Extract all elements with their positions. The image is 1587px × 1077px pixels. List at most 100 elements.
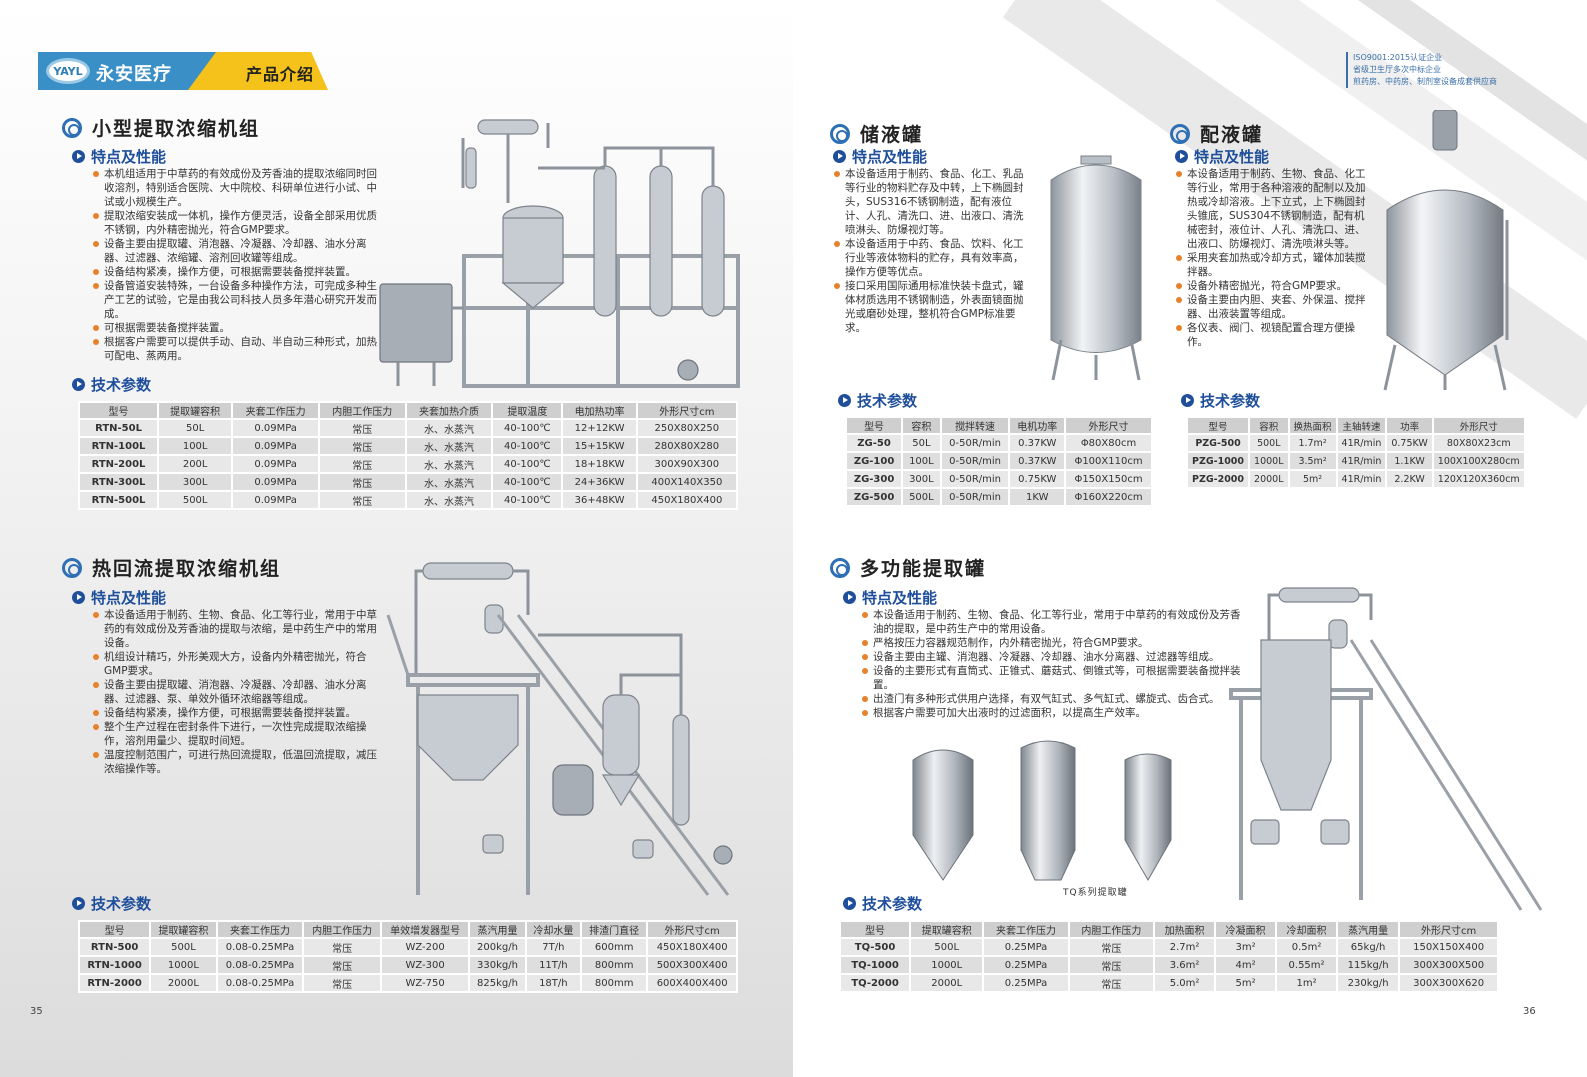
model-cell: RTN-500 bbox=[77, 937, 152, 957]
table-cell: 0-50R/min bbox=[939, 469, 1011, 489]
table-cell: 常压 bbox=[302, 955, 382, 975]
play-bullet-icon bbox=[72, 150, 85, 163]
table-cell: 200kg/h bbox=[468, 937, 527, 957]
features-list-reflux: 本设备适用于制药、生物、食品、化工等行业，常用于中草药的有效成份及芳香油的提取与… bbox=[92, 608, 378, 776]
table-cell: WZ-750 bbox=[379, 973, 471, 993]
play-bullet-icon bbox=[843, 897, 856, 910]
feature-item: 设备主要由提取罐、消泡器、冷凝器、冷却器、油水分离器、过滤器、泵、单效外循环浓缩… bbox=[92, 678, 378, 706]
table-cell: 825kg/h bbox=[468, 973, 527, 993]
column-header: 冷却水量 bbox=[524, 920, 582, 939]
cert-line: 煎药房、中药房、制剂室设备成套供应商 bbox=[1353, 77, 1497, 86]
section-title-storage: 储液罐 bbox=[830, 120, 923, 147]
model-cell: PZG-500 bbox=[1185, 433, 1251, 453]
column-header: 型号 bbox=[77, 920, 152, 939]
model-cell: RTN-50L bbox=[77, 418, 160, 438]
params-heading-text: 技术参数 bbox=[857, 392, 918, 410]
model-cell: TQ-1000 bbox=[838, 955, 912, 975]
params-heading-text: 技术参数 bbox=[91, 376, 152, 394]
table-cell: 0.09MPa bbox=[231, 472, 320, 492]
column-header: 型号 bbox=[1185, 416, 1251, 435]
feature-item: 本设备适用于制药、生物、食品、化工等行业，常用于各种溶液的配制以及加热或冷却溶液… bbox=[1175, 167, 1375, 251]
table-cell: 500L bbox=[1248, 433, 1290, 453]
model-cell: RTN-100L bbox=[77, 436, 160, 456]
multi-extractor-illustration bbox=[1229, 587, 1543, 911]
feature-item: 各仪表、阀门、视镜配置合理方便操作。 bbox=[1175, 321, 1375, 349]
table-cell: 1KW bbox=[1008, 487, 1067, 507]
right-page: ISO9001:2015认证企业 省级卫生厅多次中标企业 煎药房、中药房、制剂室… bbox=[793, 0, 1587, 1077]
column-header: 夹套工作压力 bbox=[215, 920, 305, 939]
table-cell: 1000L bbox=[149, 955, 218, 975]
model-cell: ZG-100 bbox=[844, 451, 904, 471]
table-cell: 0.25MPa bbox=[982, 955, 1070, 975]
feature-item: 本设备适用于制药、食品、化工、乳品等行业的物料贮存及中转，上下椭圆封头，SUS3… bbox=[833, 167, 1033, 237]
table-cell: 5m² bbox=[1214, 973, 1278, 993]
features-heading: 特点及性能 bbox=[843, 587, 937, 608]
feature-item: 本设备适用于中药、食品、饮料、化工行业等液体物料的贮存，具有效率高，操作方便等优… bbox=[833, 237, 1033, 279]
table-cell: 常压 bbox=[1067, 973, 1156, 993]
table-cell: 100L bbox=[157, 436, 234, 456]
table-cell: 18T/h bbox=[524, 973, 582, 993]
page-number-left: 35 bbox=[30, 1006, 43, 1017]
table-cell: 常压 bbox=[1067, 955, 1156, 975]
table-cell: 500L bbox=[909, 937, 985, 957]
column-header: 内胆工作压力 bbox=[317, 401, 407, 420]
table-cell: 0.75KW bbox=[1385, 433, 1434, 453]
play-bullet-icon bbox=[72, 378, 85, 391]
table-cell: 0.75KW bbox=[1008, 469, 1067, 489]
table-cell: 600mm bbox=[579, 937, 649, 957]
table-cell: 100L bbox=[901, 451, 942, 471]
play-bullet-icon bbox=[72, 897, 85, 910]
table-cell: 1000L bbox=[909, 955, 985, 975]
table-cell: 41R/min bbox=[1335, 469, 1388, 489]
column-header: 外形尺寸cm bbox=[635, 401, 739, 420]
cert-line: 省级卫生厅多次中标企业 bbox=[1353, 65, 1441, 74]
table-cell: 常压 bbox=[317, 436, 407, 456]
column-header: 蒸汽用量 bbox=[468, 920, 527, 939]
feature-item: 采用夹套加热或冷却方式，罐体加装搅拌器。 bbox=[1175, 251, 1375, 279]
column-header: 单效增发器型号 bbox=[379, 920, 471, 939]
table-header-row: 型号 提取罐容积 夹套工作压力 内胆工作压力 夹套加热介质 提取温度 电加热功率… bbox=[77, 401, 739, 420]
column-header: 内胆工作压力 bbox=[1067, 920, 1156, 939]
table-cell: 250X80X250 bbox=[635, 418, 739, 438]
features-heading-text: 特点及性能 bbox=[91, 148, 167, 166]
tq-caption: TQ系列提取罐 bbox=[1063, 888, 1128, 898]
feature-item: 设备的主要形式有直筒式、正锥式、蘑菇式、倒锥式等，可根据需要装备搅拌装置。 bbox=[861, 664, 1241, 692]
table-cell: 500L bbox=[157, 490, 234, 510]
column-header: 夹套工作压力 bbox=[231, 401, 320, 420]
table-cell: 41R/min bbox=[1335, 451, 1388, 471]
column-header: 容积 bbox=[1248, 416, 1290, 435]
table-cell: 40-100℃ bbox=[491, 472, 564, 492]
feature-item: 提取浓缩安装成一体机，操作方便灵活，设备全部采用优质不锈钢，内外精密抛光，符合G… bbox=[92, 209, 378, 237]
column-header: 提取罐容积 bbox=[157, 401, 234, 420]
column-header: 搅拌转速 bbox=[939, 416, 1011, 435]
table-cell: 1.7m² bbox=[1287, 433, 1338, 453]
table-cell: WZ-300 bbox=[379, 955, 471, 975]
model-cell: RTN-200L bbox=[77, 454, 160, 474]
table-cell: 2000L bbox=[1248, 469, 1290, 489]
table-cell: 115kg/h bbox=[1336, 955, 1401, 975]
table-cell: 2000L bbox=[909, 973, 985, 993]
table-cell: 0.09MPa bbox=[231, 454, 320, 474]
features-list-small-extractor: 本机组适用于中草药的有效成份及芳香油的提取浓缩同时回收溶剂，特别适合医院、大中院… bbox=[92, 167, 378, 363]
table-cell: 330kg/h bbox=[468, 955, 527, 975]
table-cell: 水、水蒸汽 bbox=[404, 472, 494, 492]
table-cell: 0.25MPa bbox=[982, 937, 1070, 957]
mixing-tank-illustration bbox=[1383, 110, 1509, 391]
table-cell: 18+18KW bbox=[561, 454, 638, 474]
feature-item: 接口采用国际通用标准快装卡盘式，罐体材质选用不锈钢制造，外表面镜面抛光或磨砂处理… bbox=[833, 279, 1033, 335]
model-cell: ZG-50 bbox=[844, 433, 904, 453]
table-cell: 0.08-0.25MPa bbox=[215, 955, 305, 975]
column-header: 换热面积 bbox=[1287, 416, 1338, 435]
table-cell: 120X120X360cm bbox=[1431, 469, 1526, 489]
column-header: 电加热功率 bbox=[561, 401, 638, 420]
table-cell: 300X90X300 bbox=[635, 454, 739, 474]
